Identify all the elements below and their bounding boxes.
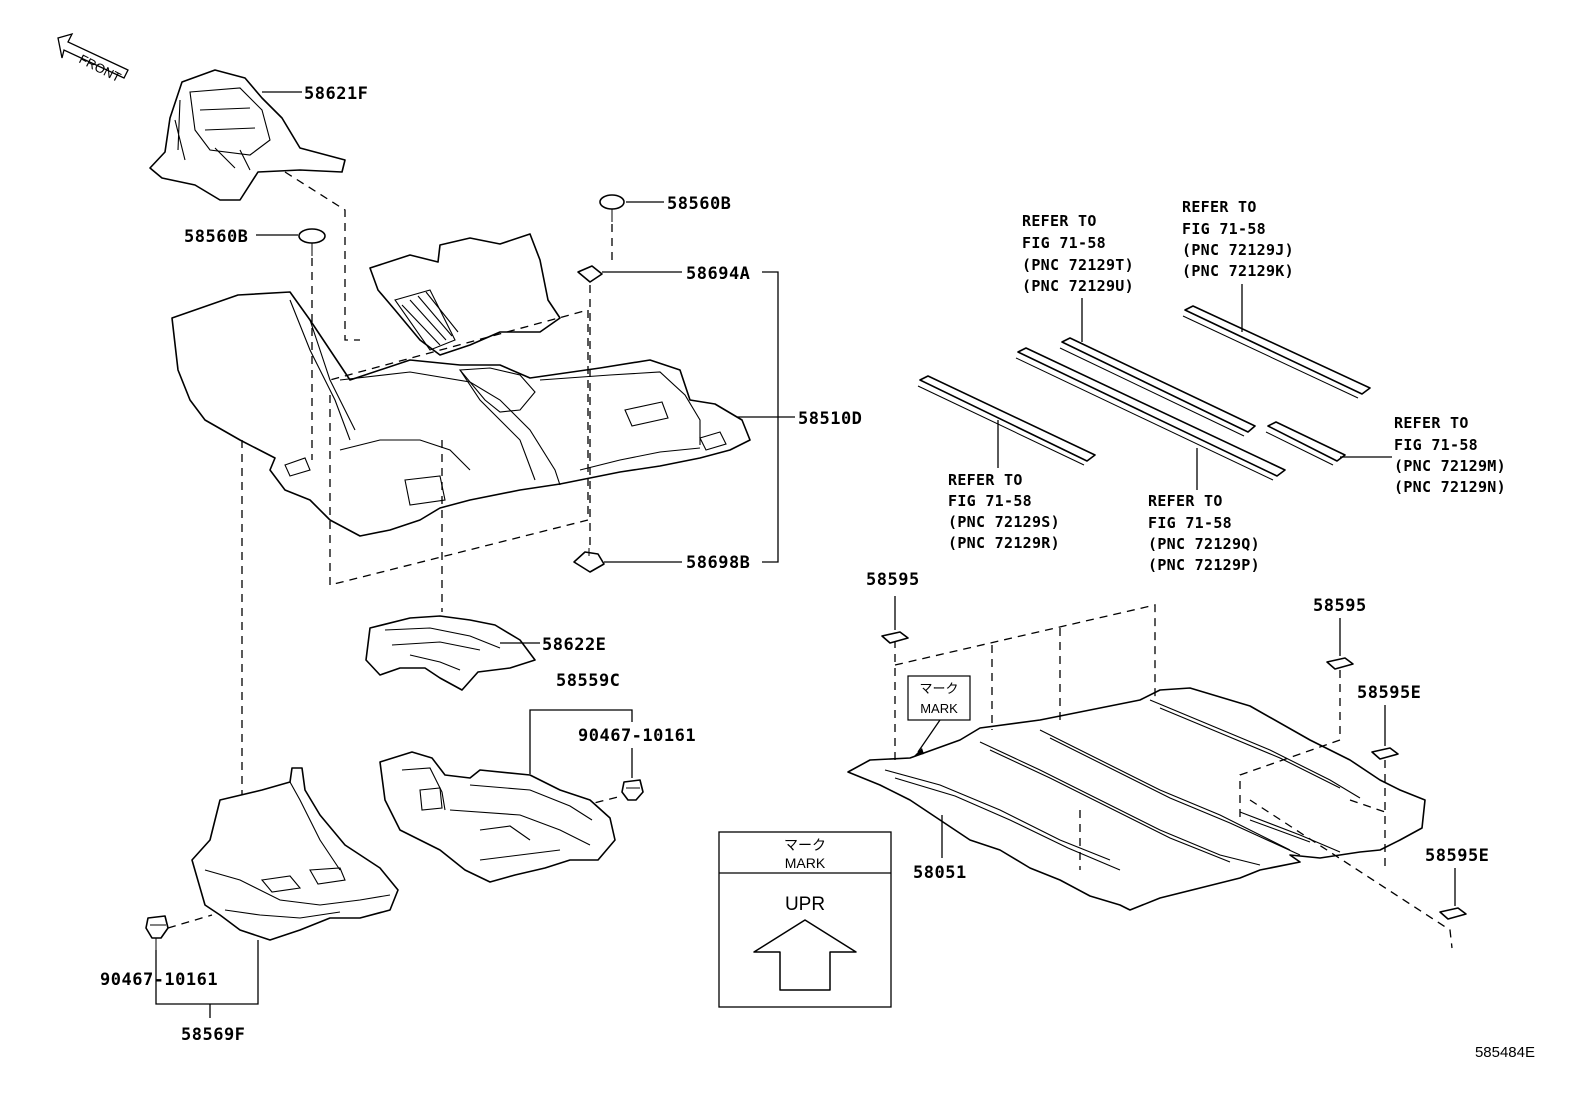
reference-TU: REFER TO FIG 71-58 (PNC 72129T) (PNC 721… [1022,212,1134,342]
legend-mark-jp: マーク [784,837,826,853]
label-58694A: 58694A [686,264,750,284]
label-58595E-bottom: 58595E [1425,846,1489,866]
svg-text:(PNC 72129K): (PNC 72129K) [1182,262,1294,280]
mark-callout-jp: マーク [919,681,958,696]
label-58560B-top: 58560B [667,194,731,214]
svg-text:(PNC 72129J): (PNC 72129J) [1182,241,1294,259]
label-58569F: 58569F [181,1025,245,1045]
front-arrow: FRONT [57,32,129,85]
svg-text:(PNC 72129S): (PNC 72129S) [948,513,1060,531]
svg-text:(PNC 72129T): (PNC 72129T) [1022,256,1134,274]
svg-text:(PNC 72129U): (PNC 72129U) [1022,277,1134,295]
up-arrow-icon [753,919,857,991]
pad-58595E-top [1371,705,1399,760]
svg-text:(PNC 72129P): (PNC 72129P) [1148,556,1260,574]
label-58595-right: 58595 [1313,596,1367,616]
svg-text:REFER TO: REFER TO [1394,414,1469,432]
svg-text:FIG 71-58: FIG 71-58 [1148,514,1232,532]
svg-text:FIG 71-58: FIG 71-58 [1022,234,1106,252]
svg-text:REFER TO: REFER TO [948,471,1023,489]
label-58510D: 58510D [798,409,862,429]
label-58560B-left: 58560B [184,227,248,247]
label-90467-left: 90467-10161 [100,970,218,990]
legend-upr-label: UPR [785,894,825,915]
clip-58694A [577,265,603,283]
pad-58595E-bottom [1439,868,1467,920]
reference-JK: REFER TO FIG 71-58 (PNC 72129J) (PNC 721… [1182,198,1294,332]
mark-callout: マーク MARK [907,675,971,756]
svg-text:(PNC 72129R): (PNC 72129R) [948,534,1060,552]
clip-58560B-top [599,194,625,222]
part-58051-shape [847,687,1426,911]
label-90467-right: 90467-10161 [578,726,696,746]
diagram-id: 585484E [1475,1044,1535,1061]
mark-callout-en: MARK [920,701,958,716]
label-58595-left: 58595 [866,570,920,590]
part-58622E-shape [365,615,536,691]
reference-strips [917,305,1371,481]
label-58698B: 58698B [686,553,750,573]
clip-58560B-left [298,228,326,256]
svg-text:REFER TO: REFER TO [1182,198,1257,216]
part-58569F-shape [191,767,399,941]
svg-text:(PNC 72129M): (PNC 72129M) [1394,457,1506,475]
svg-text:REFER TO: REFER TO [1022,212,1097,230]
clip-58698B [573,548,605,573]
part-58621F-shape [149,69,346,201]
part-58559C-shape [379,751,616,883]
label-58559C: 58559C [556,671,620,691]
mark-legend-box: マーク MARK UPR [718,831,892,1008]
label-58621F: 58621F [304,84,368,104]
svg-text:FIG 71-58: FIG 71-58 [948,492,1032,510]
reference-SR: REFER TO FIG 71-58 (PNC 72129S) (PNC 721… [948,420,1060,552]
pad-58595-left [881,596,909,644]
reference-QP: REFER TO FIG 71-58 (PNC 72129Q) (PNC 721… [1148,448,1260,574]
part-58510D-shape [171,233,751,537]
label-58051: 58051 [913,863,967,883]
svg-text:FIG 71-58: FIG 71-58 [1394,436,1478,454]
label-58622E: 58622E [542,635,606,655]
svg-text:FIG 71-58: FIG 71-58 [1182,220,1266,238]
clip-90467-left [145,915,169,950]
clip-90467-right [621,779,644,801]
svg-text:(PNC 72129N): (PNC 72129N) [1394,478,1506,496]
svg-text:(PNC 72129Q): (PNC 72129Q) [1148,535,1260,553]
label-58595E-top: 58595E [1357,683,1421,703]
svg-text:REFER TO: REFER TO [1148,492,1223,510]
reference-MN: REFER TO FIG 71-58 (PNC 72129M) (PNC 721… [1340,414,1506,496]
legend-mark-en: MARK [785,855,826,871]
pad-58595-right [1326,618,1354,670]
